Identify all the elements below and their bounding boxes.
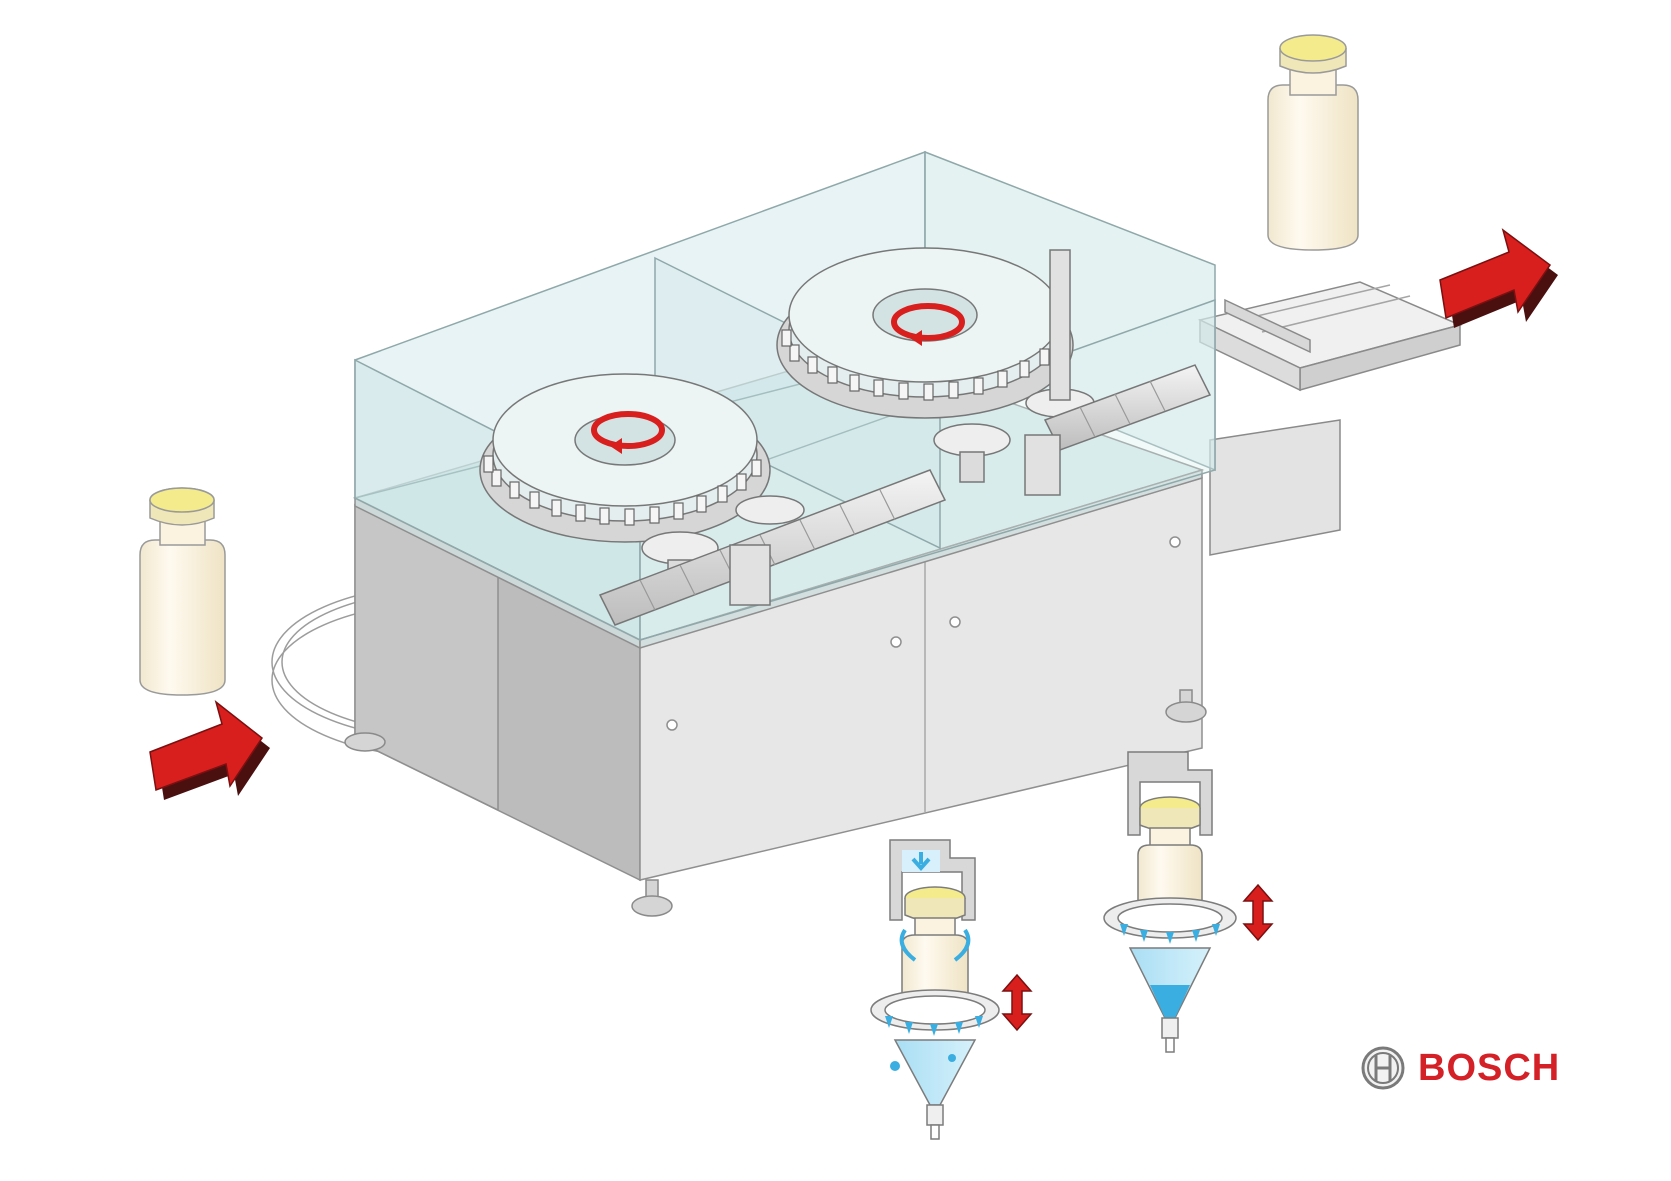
machine-cabinet [352, 349, 1205, 882]
brand-name: BOSCH [1418, 1046, 1561, 1089]
outfeed-conveyor [1197, 281, 1463, 556]
brand-logo: BOSCH [1360, 1040, 1560, 1096]
wash-station-detail-2 [1103, 751, 1237, 1053]
machine-feet [344, 689, 1207, 917]
infeed-arrow-icon [149, 700, 270, 800]
outfeed-vial [1267, 34, 1359, 251]
bosch-armature-icon [1361, 1046, 1405, 1090]
infeed-vial [139, 487, 226, 696]
up-down-arrow-icon [1242, 883, 1274, 942]
rotary-wheel-right [776, 247, 1074, 419]
drive-blocks [729, 249, 1071, 606]
rotation-arrow-icon [891, 303, 965, 346]
feed-screw-left [598, 469, 947, 626]
up-down-arrow-icon [1001, 973, 1033, 1032]
rotation-arrow-icon [591, 411, 665, 454]
outfeed-arrow-icon [1439, 228, 1558, 328]
rotary-wheel-left [479, 373, 771, 543]
wash-station-detail-1 [870, 839, 1000, 1140]
